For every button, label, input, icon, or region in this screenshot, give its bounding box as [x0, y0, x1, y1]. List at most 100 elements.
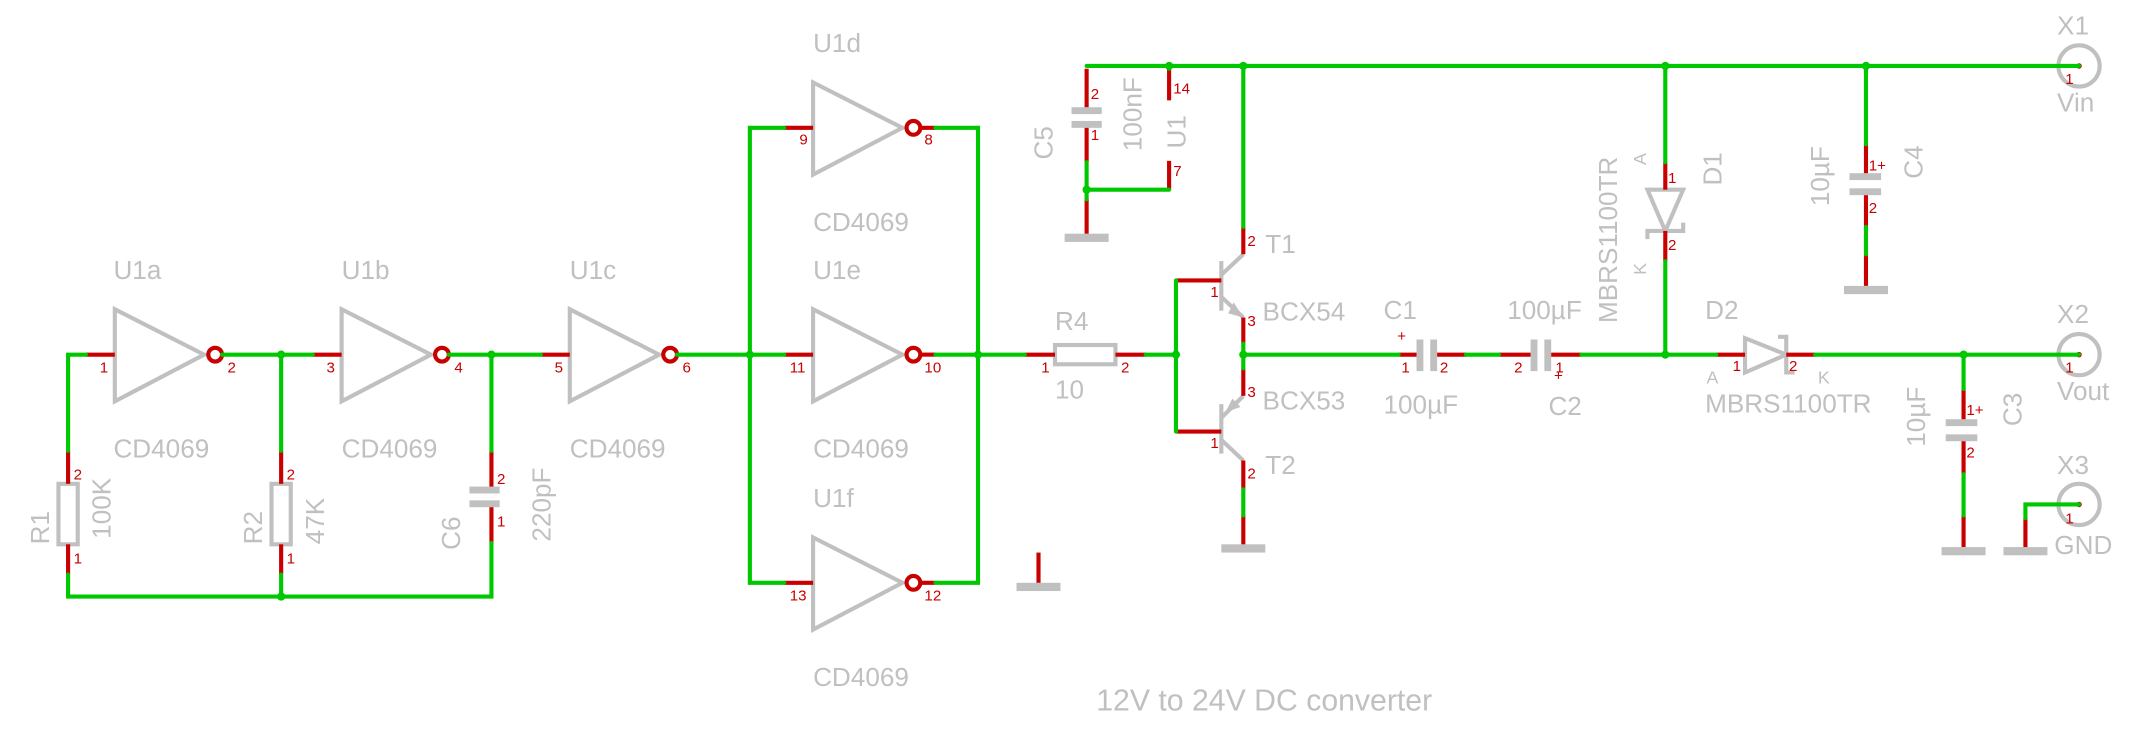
resistor-r1[interactable]: 2 1 R1 100K: [25, 450, 117, 575]
inverter-symbol: [811, 534, 907, 633]
wires: [66, 63, 2082, 599]
inverter-u1c[interactable]: U1c CD4069 5 6: [540, 255, 691, 464]
diode-d2[interactable]: 1 2 A K D2 MBRS1100TR: [1705, 295, 1871, 418]
svg-text:K: K: [1630, 263, 1650, 275]
ref-label: T1: [1265, 229, 1295, 259]
svg-text:5: 5: [555, 359, 563, 376]
svg-text:8: 8: [924, 131, 932, 148]
value-label: CD4069: [813, 207, 909, 237]
inversion-bubble: [904, 345, 923, 364]
svg-text:14: 14: [1173, 80, 1190, 97]
inverter-symbol: [567, 305, 664, 405]
transistor-t2[interactable]: 1 3 2 BCX53 T2: [1175, 368, 1346, 490]
value-label: 10µF: [1805, 146, 1835, 206]
capacitor-c2[interactable]: 2 1 + 100µF C2: [1498, 295, 1582, 421]
inversion-bubble: [904, 573, 923, 592]
net-label: Vout: [2057, 376, 2110, 406]
value-label: 100K: [87, 477, 117, 539]
svg-text:2: 2: [497, 471, 505, 488]
ref-label: U1d: [813, 28, 861, 58]
inverter-u1d[interactable]: U1d CD4069 9 8: [784, 28, 936, 237]
value-label: MBRS1100TR: [1593, 157, 1623, 323]
inverter-symbol: [811, 305, 907, 405]
ground-symbols: [1016, 199, 2048, 592]
inverter-symbol: [339, 305, 436, 405]
svg-text:3: 3: [1247, 384, 1255, 401]
resistor-body: [56, 481, 80, 547]
svg-text:2: 2: [1247, 233, 1255, 250]
svg-text:1: 1: [1733, 358, 1741, 375]
transistor-t1[interactable]: 1 2 3 T1 BCX54: [1175, 226, 1346, 344]
value-label: CD4069: [113, 434, 209, 464]
ref-label: T2: [1265, 450, 1295, 480]
svg-text:1: 1: [1555, 359, 1563, 376]
connector-x1[interactable]: 1 X1 Vin: [2056, 10, 2102, 117]
value-label: CD4069: [813, 434, 909, 464]
ref-label: U1c: [570, 255, 616, 285]
value-label: BCX53: [1263, 386, 1346, 416]
ref-label: C6: [436, 516, 466, 549]
value-label: CD4069: [813, 662, 909, 692]
inverter-u1b[interactable]: U1b CD4069 3 4: [312, 255, 463, 464]
svg-text:+: +: [1397, 328, 1406, 345]
svg-text:7: 7: [1173, 163, 1181, 180]
value-label: CD4069: [570, 434, 666, 464]
svg-text:1: 1: [1668, 170, 1676, 187]
capacitor-c1[interactable]: 1 2 + C1 100µF: [1384, 295, 1466, 420]
ground-icon: [1843, 285, 1888, 295]
resistor-r2[interactable]: 2 1 R2 47K: [238, 450, 330, 575]
svg-text:2: 2: [1869, 200, 1877, 217]
svg-text:1: 1: [1210, 284, 1218, 301]
ref-label: X2: [2057, 299, 2089, 329]
ref-label: D2: [1705, 295, 1738, 325]
ground-icon: [1221, 544, 1266, 553]
svg-text:6: 6: [683, 359, 691, 376]
ref-label: C5: [1028, 126, 1058, 159]
inverter-u1e[interactable]: U1e CD4069 11 10: [784, 255, 941, 464]
svg-text:1: 1: [1210, 435, 1218, 452]
svg-text:1: 1: [2065, 511, 2073, 528]
inverter-u1f[interactable]: U1f CD4069 13 12: [784, 483, 941, 692]
capacitor-c6[interactable]: 2 1 C6 220pF: [436, 450, 557, 550]
connector-x2[interactable]: 1 X2 Vout: [2056, 299, 2110, 406]
svg-text:1: 1: [497, 513, 505, 530]
svg-text:K: K: [1818, 367, 1830, 387]
svg-text:A: A: [1630, 153, 1650, 165]
capacitor-c4[interactable]: 1+ 2 10µF C4: [1805, 144, 1928, 286]
svg-text:2: 2: [1514, 359, 1522, 376]
value-label: CD4069: [342, 434, 438, 464]
value-label: 220pF: [527, 468, 557, 542]
svg-text:1: 1: [2065, 359, 2073, 376]
svg-text:+: +: [1554, 368, 1563, 385]
resistor-body: [269, 481, 293, 547]
ref-label: U1a: [113, 255, 161, 285]
svg-text:1: 1: [1401, 359, 1409, 376]
net-label: Vin: [2057, 87, 2094, 117]
svg-text:9: 9: [799, 131, 807, 148]
svg-text:2: 2: [74, 467, 82, 484]
u1-power-pins[interactable]: 14 7 U1: [1162, 68, 1192, 190]
inverter-u1a[interactable]: U1a CD4069 1 2: [85, 255, 236, 464]
svg-text:1: 1: [2065, 71, 2073, 88]
value-label: 100µF: [1507, 295, 1582, 325]
svg-text:A: A: [1707, 367, 1719, 387]
value-label: 100µF: [1384, 390, 1459, 420]
ground-icon: [1941, 547, 1986, 556]
value-label: BCX54: [1263, 296, 1346, 326]
ref-label: C2: [1548, 391, 1581, 421]
ref-label: U1e: [813, 255, 861, 285]
svg-text:10: 10: [924, 359, 941, 376]
svg-text:11: 11: [790, 359, 806, 376]
diode-d1[interactable]: 1 2 A K D1 MBRS1100TR: [1593, 152, 1727, 323]
ref-label: R2: [238, 511, 268, 544]
svg-text:2: 2: [1789, 358, 1797, 375]
svg-text:1: 1: [74, 551, 82, 568]
inverter-symbol: [811, 79, 907, 178]
capacitor-c5[interactable]: 2 1 C5 100nF: [1028, 68, 1148, 163]
capacitor-c3[interactable]: 1+ 2 10µF C3: [1901, 387, 2027, 548]
ref-label: C1: [1384, 295, 1417, 325]
ref-label: C4: [1898, 145, 1928, 178]
resistor-r4[interactable]: 1 2 R4 10: [1024, 306, 1146, 405]
ref-label: U1: [1162, 115, 1192, 148]
